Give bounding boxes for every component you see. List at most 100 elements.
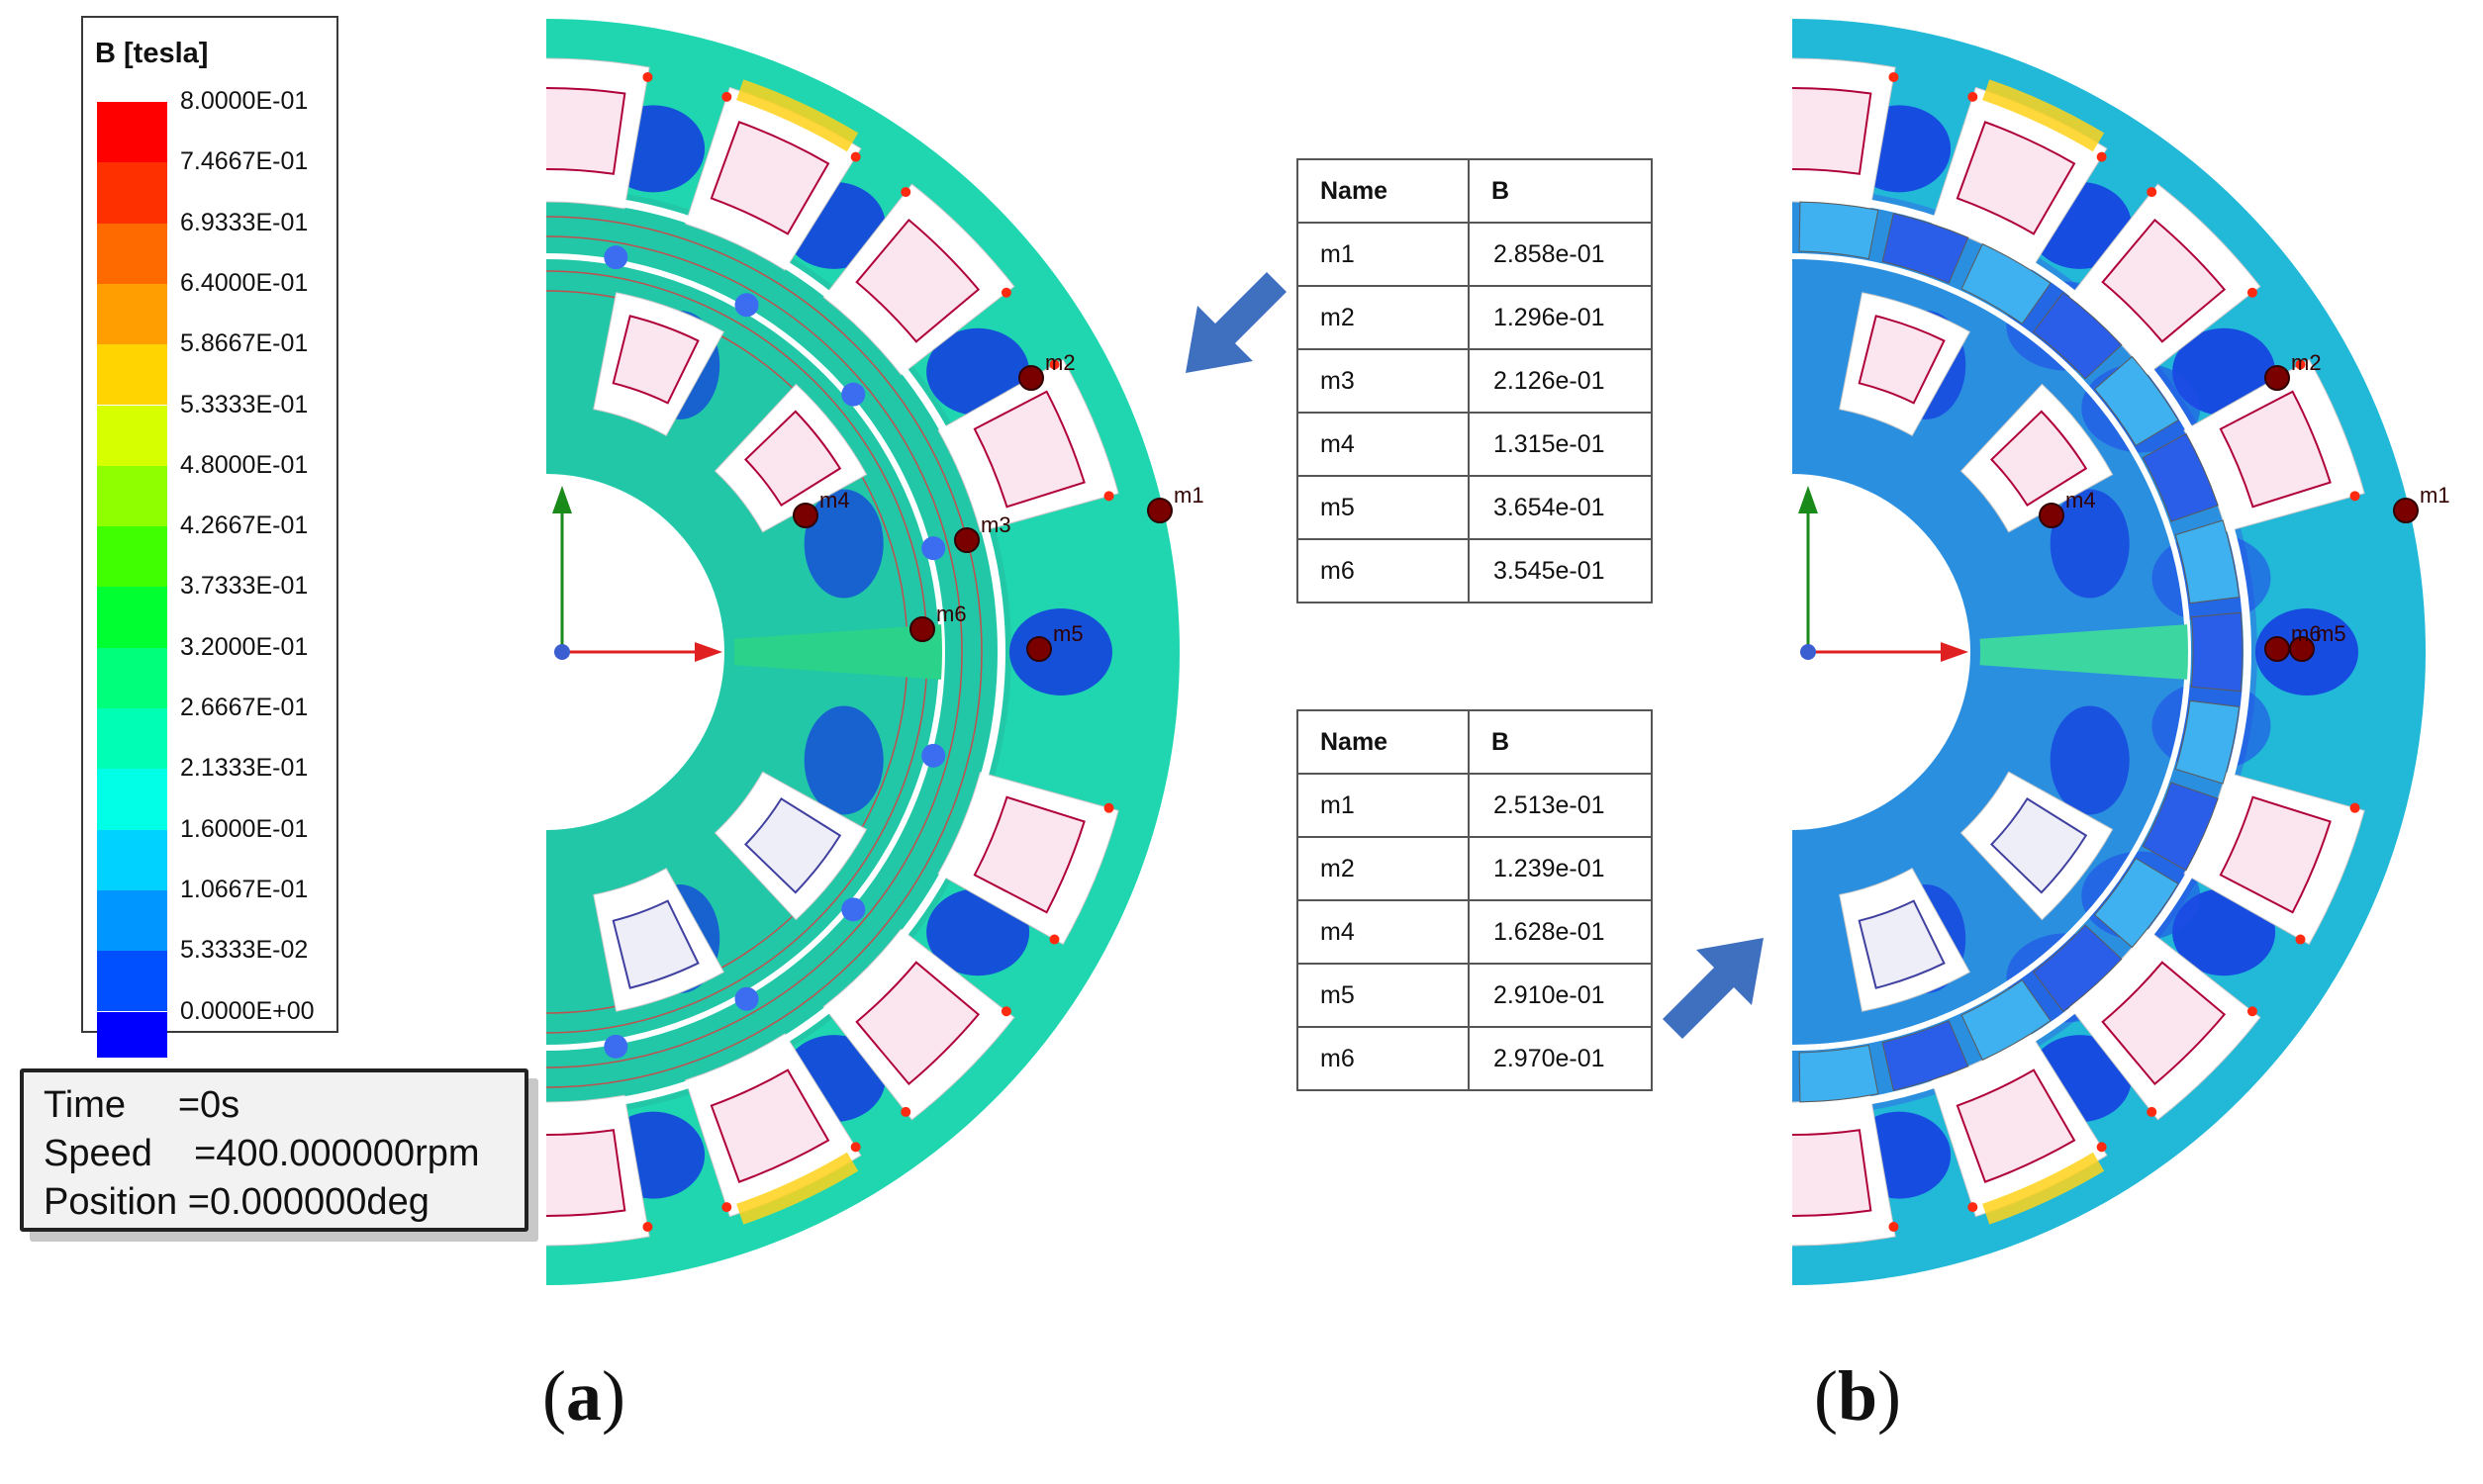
modulator-segment xyxy=(1960,979,2052,1062)
high-field-spot xyxy=(1103,802,1114,813)
legend-title: B [tesla] xyxy=(95,38,209,69)
high-field-band xyxy=(1982,79,2105,152)
motor-cross-section xyxy=(546,19,1180,1285)
high-field-spot xyxy=(1001,287,1011,298)
x-axis-arrowhead xyxy=(1941,642,1968,662)
high-field-spot xyxy=(1103,491,1114,502)
table-header-b: B xyxy=(1467,158,1654,224)
simulation-info-box: Time =0s Speed =400.000000rpm Position =… xyxy=(20,1068,528,1232)
modulator-segment xyxy=(2174,519,2241,604)
stator-coil xyxy=(855,961,981,1086)
modulator-segment xyxy=(1881,1020,1969,1091)
legend-swatch xyxy=(97,1011,167,1058)
marker-name-cell: m2 xyxy=(1296,836,1470,901)
info-position: Position =0.000000deg xyxy=(44,1181,430,1223)
probe-label: m1 xyxy=(2420,483,2450,508)
modulator-segment xyxy=(1798,1044,1879,1103)
legend-label: 6.4000E-01 xyxy=(180,268,309,297)
marker-name-cell: m1 xyxy=(1296,773,1470,838)
flux-value-cell: 1.296e-01 xyxy=(1467,285,1654,350)
stator-coil xyxy=(710,121,830,235)
legend-label: 0.0000E+00 xyxy=(180,996,315,1025)
legend-swatch xyxy=(97,829,167,890)
flux-value-cell: 1.628e-01 xyxy=(1467,899,1654,965)
probe-label: m3 xyxy=(981,512,1011,537)
modulator-segment xyxy=(1881,213,1969,284)
z-axis-icon xyxy=(1800,644,1816,660)
stator-coil xyxy=(855,218,981,343)
flux-value-cell: 2.910e-01 xyxy=(1467,963,1654,1028)
legend-label: 8.0000E-01 xyxy=(180,87,309,115)
marker-name-cell: m5 xyxy=(1296,963,1470,1028)
high-field-spot xyxy=(1967,1202,1978,1213)
probe-marker xyxy=(1026,636,1052,662)
flux-value-cell: 2.126e-01 xyxy=(1467,348,1654,414)
modulator-segment xyxy=(2033,291,2123,380)
high-field-spot xyxy=(2349,802,2360,813)
probe-marker xyxy=(2264,365,2290,391)
marker-name-cell: m5 xyxy=(1296,475,1470,540)
info-speed: Speed =400.000000rpm xyxy=(44,1133,480,1174)
rotor-coil xyxy=(612,315,700,405)
z-axis-icon xyxy=(554,644,570,660)
high-field-spot xyxy=(2246,287,2257,298)
modulator-segment xyxy=(1798,201,1879,260)
stator-coil xyxy=(710,1068,830,1183)
flux-value-cell: 1.239e-01 xyxy=(1467,836,1654,901)
legend-label: 4.8000E-01 xyxy=(180,450,309,479)
high-field-spot xyxy=(2147,187,2157,198)
probe-label: m2 xyxy=(2291,350,2322,375)
pole-piece-spot xyxy=(841,897,866,922)
stator-coil xyxy=(546,87,626,175)
stator-coil xyxy=(1792,87,1872,175)
high-field-spot xyxy=(850,151,861,162)
high-field-spot xyxy=(1888,1222,1899,1233)
marker-name-cell: m4 xyxy=(1296,899,1470,965)
legend-swatch xyxy=(97,102,167,163)
high-field-spot xyxy=(1049,934,1060,945)
motor-cross-section xyxy=(1792,19,2426,1285)
legend-label: 5.8667E-01 xyxy=(180,329,309,358)
low-field-region xyxy=(804,489,884,599)
legend-swatch xyxy=(97,889,167,952)
stator-coil xyxy=(1956,121,2076,235)
rotor-coil xyxy=(1990,410,2088,508)
modulator-segment xyxy=(2093,355,2179,447)
stator-coil xyxy=(2101,961,2227,1086)
legend-label: 2.1333E-01 xyxy=(180,754,309,783)
legend-label: 6.9333E-01 xyxy=(180,208,309,236)
low-field-region xyxy=(2050,489,2130,599)
legend-swatch xyxy=(97,283,167,345)
rotor-coil xyxy=(744,796,842,894)
legend-swatch xyxy=(97,526,167,588)
flux-value-cell: 1.315e-01 xyxy=(1467,412,1654,477)
legend-swatch xyxy=(97,769,167,830)
arrow-to-table-a-icon xyxy=(1186,272,1287,373)
legend-label: 5.3333E-02 xyxy=(180,936,309,965)
probe-label: m6 xyxy=(936,602,967,626)
probe-marker xyxy=(909,616,935,642)
legend-swatch xyxy=(97,344,167,406)
high-field-spot xyxy=(2147,1106,2157,1117)
legend-swatch xyxy=(97,465,167,527)
modulator-segment xyxy=(2033,924,2123,1013)
high-field-band xyxy=(1982,1152,2105,1225)
legend-label: 1.6000E-01 xyxy=(180,814,309,843)
marker-name-cell: m1 xyxy=(1296,222,1470,287)
flux-value-cell: 3.545e-01 xyxy=(1467,538,1654,603)
stator-coil xyxy=(1792,1129,1872,1217)
high-field-band xyxy=(736,79,859,152)
marker-name-cell: m6 xyxy=(1296,1026,1470,1091)
table-header-name: Name xyxy=(1296,709,1470,775)
probe-marker xyxy=(1147,498,1173,523)
